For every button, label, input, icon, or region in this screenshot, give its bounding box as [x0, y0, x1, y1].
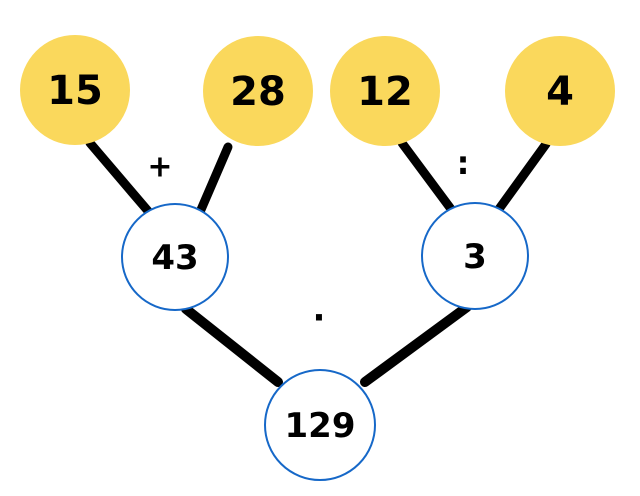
tree-edge-edge-43-129 [181, 304, 283, 387]
divide-operator: : [457, 144, 470, 182]
leaf-node-label: 12 [357, 69, 413, 115]
operators-group: +: · [147, 144, 469, 338]
leaf-node-4[interactable]: 4 [505, 36, 615, 146]
result-node-label: 43 [151, 238, 198, 278]
tree-edge-edge-3-129 [360, 302, 472, 387]
plus-operator: + [147, 150, 172, 185]
tree-edge-edge-15-43 [85, 138, 153, 216]
leaf-node-12[interactable]: 12 [330, 36, 440, 146]
tree-edge-edge-4-3 [494, 139, 551, 214]
multiply-operator: · [313, 298, 326, 338]
leaf-node-label: 28 [230, 69, 286, 115]
result-node-3[interactable]: 3 [421, 202, 529, 310]
tree-edge-edge-12-3 [397, 138, 456, 214]
leaf-nodes-group: 15 28 12 4 [20, 35, 615, 146]
leaf-node-15[interactable]: 15 [20, 35, 130, 145]
leaf-node-label: 15 [47, 68, 103, 114]
result-node-circle[interactable] [421, 202, 529, 310]
result-node-129[interactable]: 129 [264, 369, 376, 481]
result-node-label: 129 [285, 406, 356, 446]
result-node-43[interactable]: 43 [121, 203, 229, 311]
result-node-label: 3 [463, 237, 487, 277]
leaf-node-28[interactable]: 28 [203, 36, 313, 146]
leaf-node-circle[interactable] [203, 36, 313, 146]
edges-group [85, 138, 551, 387]
tree-edge-edge-28-43 [195, 142, 233, 217]
leaf-node-circle[interactable] [505, 36, 615, 146]
leaf-node-circle[interactable] [20, 35, 130, 145]
result-nodes-group: 43 3 129 [121, 202, 529, 481]
result-node-circle[interactable] [264, 369, 376, 481]
leaf-node-circle[interactable] [330, 36, 440, 146]
leaf-node-label: 4 [546, 69, 574, 115]
result-node-circle[interactable] [121, 203, 229, 311]
